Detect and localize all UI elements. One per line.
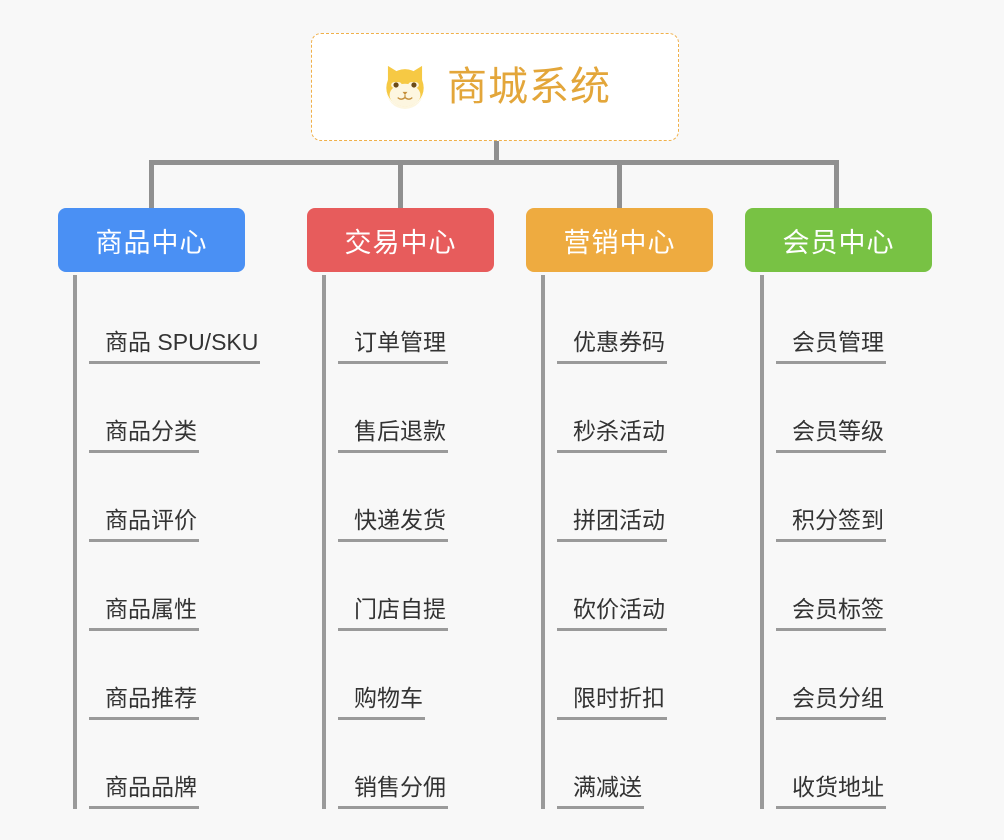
list-item[interactable]: 会员分组 — [764, 631, 932, 720]
connector-drop-1 — [398, 160, 403, 208]
list-item[interactable]: 商品品牌 — [77, 720, 245, 809]
list-item[interactable]: 门店自提 — [326, 542, 494, 631]
connector-drop-3 — [834, 160, 839, 208]
list-item[interactable]: 限时折扣 — [545, 631, 713, 720]
branch-header-product[interactable]: 商品中心 — [58, 208, 245, 272]
list-item[interactable]: 商品属性 — [77, 542, 245, 631]
connector-drop-2 — [617, 160, 622, 208]
list-item-label: 会员等级 — [776, 418, 886, 453]
branch-body-trade: 订单管理 售后退款 快递发货 门店自提 购物车 销售分佣 — [322, 275, 494, 809]
list-item[interactable]: 满减送 — [545, 720, 713, 809]
connector-drop-0 — [149, 160, 154, 208]
root-node-shop-system[interactable]: 商城系统 — [311, 33, 679, 141]
list-item-label: 会员分组 — [776, 685, 886, 720]
list-item-label: 砍价活动 — [557, 596, 667, 631]
list-item[interactable]: 优惠券码 — [545, 275, 713, 364]
list-item-label: 优惠券码 — [557, 329, 667, 364]
list-item-label: 会员标签 — [776, 596, 886, 631]
shiba-dog-face-icon — [386, 65, 424, 109]
branch-body-member: 会员管理 会员等级 积分签到 会员标签 会员分组 收货地址 — [760, 275, 932, 809]
branch-column-member: 会员中心 会员管理 会员等级 积分签到 会员标签 会员分组 收货地址 — [745, 208, 932, 809]
branch-header-trade[interactable]: 交易中心 — [307, 208, 494, 272]
branch-header-member[interactable]: 会员中心 — [745, 208, 932, 272]
list-item[interactable]: 商品评价 — [77, 453, 245, 542]
list-item[interactable]: 购物车 — [326, 631, 494, 720]
branch-body-product: 商品 SPU/SKU 商品分类 商品评价 商品属性 商品推荐 商品品牌 — [73, 275, 261, 809]
list-item-label: 商品分类 — [89, 418, 199, 453]
list-item[interactable]: 销售分佣 — [326, 720, 494, 809]
list-item-label: 快递发货 — [338, 507, 448, 542]
connector-stem — [494, 141, 499, 164]
list-item-label: 门店自提 — [338, 596, 448, 631]
list-item-label: 秒杀活动 — [557, 418, 667, 453]
list-item[interactable]: 会员标签 — [764, 542, 932, 631]
list-item[interactable]: 积分签到 — [764, 453, 932, 542]
list-item[interactable]: 快递发货 — [326, 453, 494, 542]
branch-body-marketing: 优惠券码 秒杀活动 拼团活动 砍价活动 限时折扣 满减送 — [541, 275, 713, 809]
list-item-label: 满减送 — [557, 774, 644, 809]
list-item-label: 购物车 — [338, 685, 425, 720]
list-item-label: 拼团活动 — [557, 507, 667, 542]
list-item-label: 销售分佣 — [338, 774, 448, 809]
list-item-label: 商品 SPU/SKU — [89, 329, 261, 364]
list-item-label: 订单管理 — [338, 329, 448, 364]
branch-column-product: 商品中心 商品 SPU/SKU 商品分类 商品评价 商品属性 商品推荐 商品品牌 — [58, 208, 261, 809]
list-item-label: 商品评价 — [89, 507, 199, 542]
list-item-label: 收货地址 — [776, 774, 886, 809]
list-item[interactable]: 会员等级 — [764, 364, 932, 453]
list-item[interactable]: 收货地址 — [764, 720, 932, 809]
list-item[interactable]: 商品 SPU/SKU — [77, 275, 261, 364]
list-item-label: 限时折扣 — [557, 685, 667, 720]
list-item-label: 售后退款 — [338, 418, 448, 453]
branch-column-marketing: 营销中心 优惠券码 秒杀活动 拼团活动 砍价活动 限时折扣 满减送 — [526, 208, 713, 809]
list-item[interactable]: 订单管理 — [326, 275, 494, 364]
list-item[interactable]: 秒杀活动 — [545, 364, 713, 453]
list-item[interactable]: 商品推荐 — [77, 631, 245, 720]
list-item-label: 会员管理 — [776, 329, 886, 364]
list-item[interactable]: 砍价活动 — [545, 542, 713, 631]
list-item[interactable]: 商品分类 — [77, 364, 245, 453]
list-item[interactable]: 会员管理 — [764, 275, 932, 364]
list-item-label: 商品品牌 — [89, 774, 199, 809]
branch-header-marketing[interactable]: 营销中心 — [526, 208, 713, 272]
list-item-label: 积分签到 — [776, 507, 886, 542]
list-item-label: 商品推荐 — [89, 685, 199, 720]
root-title: 商城系统 — [447, 65, 611, 109]
branch-column-trade: 交易中心 订单管理 售后退款 快递发货 门店自提 购物车 销售分佣 — [307, 208, 494, 809]
list-item[interactable]: 售后退款 — [326, 364, 494, 453]
list-item-label: 商品属性 — [89, 596, 199, 631]
list-item[interactable]: 拼团活动 — [545, 453, 713, 542]
connector-horizontal-bar — [149, 160, 839, 165]
